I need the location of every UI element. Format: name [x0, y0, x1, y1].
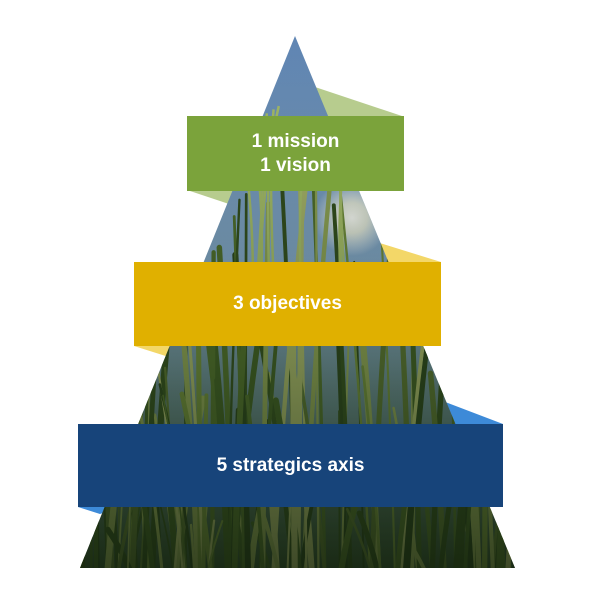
grass-blade	[504, 272, 515, 568]
grass-blade	[494, 164, 515, 568]
level-objectives: 3 objectives	[134, 262, 441, 346]
grass-blade	[64, 209, 76, 590]
level-strategic-axis: 5 strategics axis	[78, 424, 503, 507]
level-objectives-label: 3 objectives	[233, 293, 342, 314]
level-mission-line: 1 mission	[251, 130, 340, 152]
level-strategic-axis-label: 5 strategics axis	[216, 454, 365, 476]
grass-blade	[503, 281, 512, 568]
grass-blade	[495, 169, 515, 568]
level-vision-line: 1 vision	[260, 154, 331, 176]
grass-blade	[513, 462, 515, 568]
grass-blade	[58, 280, 71, 590]
grass-blade	[526, 333, 552, 590]
level-mission-vision: 1 mission 1 vision	[187, 116, 404, 191]
grass-blade	[512, 509, 515, 568]
